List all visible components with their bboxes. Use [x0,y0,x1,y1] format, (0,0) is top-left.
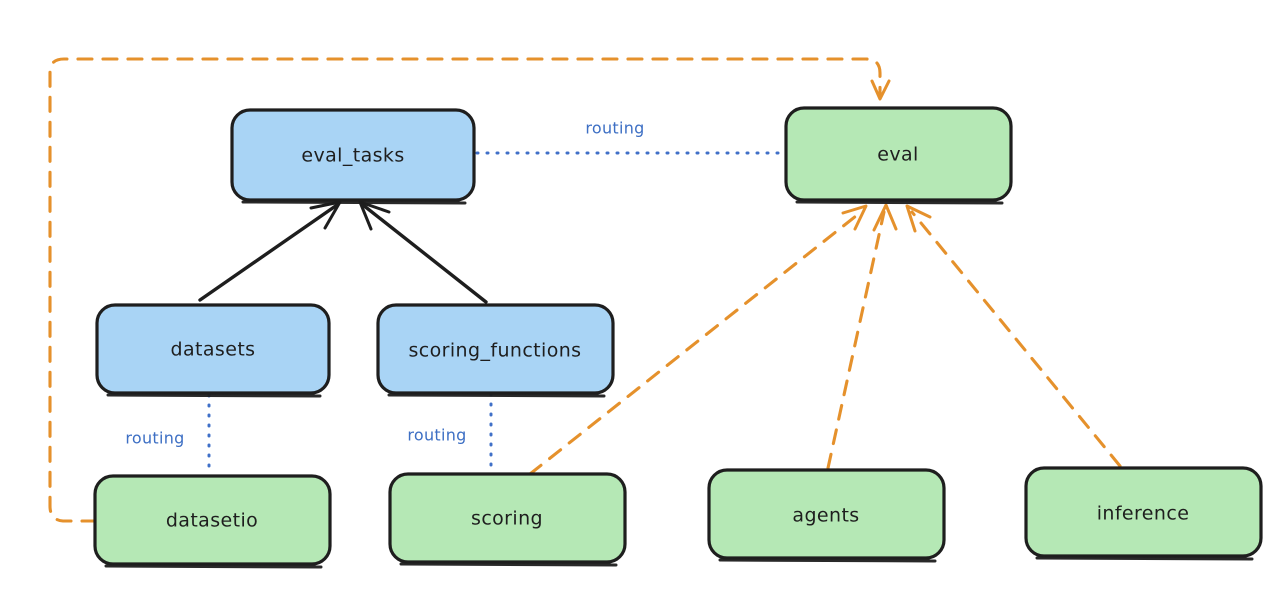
edge-label-routing-datasets-datasetio: routing [125,429,184,448]
edge-datasets-to-eval_tasks [198,200,342,302]
node-agents-label: agents [792,505,859,527]
node-scoring-label: scoring [471,508,543,530]
node-agents[interactable]: agents [707,468,946,563]
edge-label-routing-eval-tasks-eval: routing [585,119,644,138]
node-eval[interactable]: eval [784,106,1013,205]
node-datasetio-sketch-edge [104,564,323,569]
node-inference[interactable]: inference [1024,466,1263,561]
node-scoring-functions-label: scoring_functions [409,340,582,362]
node-eval-tasks[interactable]: eval_tasks [230,108,476,205]
node-datasetio-label: datasetio [166,510,258,532]
node-datasets-sketch-edge [106,393,322,398]
node-datasetio-shape [93,474,332,566]
node-eval-tasks-shape [230,108,476,202]
edge-agents-to-eval [826,203,898,470]
node-inference-shape [1024,466,1263,558]
node-scoring-functions[interactable]: scoring_functions [376,303,615,398]
node-scoring-sketch-edge [399,562,618,567]
edge-scoring_functions-to-eval_tasks [358,200,488,304]
node-inference-sketch-edge [1035,556,1254,561]
node-scoring-functions-shape [376,303,615,395]
node-scoring[interactable]: scoring [388,472,627,567]
edge-datasetio-to-eval [48,57,891,523]
node-scoring-functions-sketch-edge [387,393,606,398]
node-eval-sketch-edge [795,200,1004,205]
node-datasets-shape [95,303,331,395]
node-eval-shape [784,106,1013,202]
edge-scoring-to-eval [528,204,868,476]
edge-label-routing-scoring-functions-scoring: routing [407,426,466,445]
nodes-layer: eval_tasks eval datasets scoring_functio… [93,106,1263,569]
node-agents-shape [707,468,946,560]
edge-labels-layer: routing routing routing [125,119,644,448]
node-datasets-label: datasets [171,339,256,361]
node-scoring-shape [388,472,627,564]
edge-inference-to-eval [905,204,1122,468]
node-datasetio[interactable]: datasetio [93,474,332,569]
node-datasets[interactable]: datasets [95,303,331,398]
node-agents-sketch-edge [718,558,937,563]
node-eval-tasks-sketch-edge [241,200,467,205]
node-inference-label: inference [1097,503,1190,525]
node-eval-label: eval [877,144,918,166]
node-eval-tasks-label: eval_tasks [301,145,404,167]
